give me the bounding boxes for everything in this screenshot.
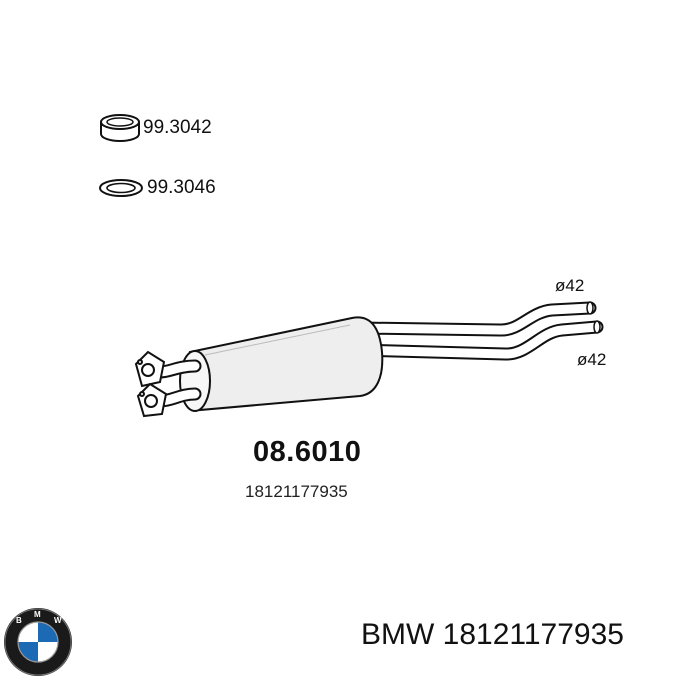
muffler-body [179, 316, 384, 412]
outlet-pipe-upper [353, 301, 597, 337]
svg-text:W: W [54, 616, 62, 625]
pipe-diameter-lower: ø42 [577, 350, 607, 369]
bmw-logo-icon: B M W [4, 608, 72, 676]
oem-number: 18121177935 [245, 482, 348, 501]
article-number: 08.6010 [253, 436, 362, 468]
footer-oem-number: 18121177935 [442, 618, 624, 651]
svg-text:B: B [16, 616, 22, 625]
part-number-gasket: 99.3046 [147, 177, 216, 198]
brand-name: BMW [361, 618, 435, 651]
outlet-pipe-lower [353, 320, 604, 361]
gasket-icon [99, 179, 143, 197]
pipe-diameter-upper: ø42 [555, 276, 585, 295]
footer-brand-oem: BMW 18121177935 [361, 618, 624, 652]
seal-ring-icon [100, 114, 140, 142]
part-number-seal-ring: 99.3042 [143, 117, 212, 138]
svg-text:M: M [34, 610, 41, 619]
inlet-flanges [134, 350, 168, 418]
